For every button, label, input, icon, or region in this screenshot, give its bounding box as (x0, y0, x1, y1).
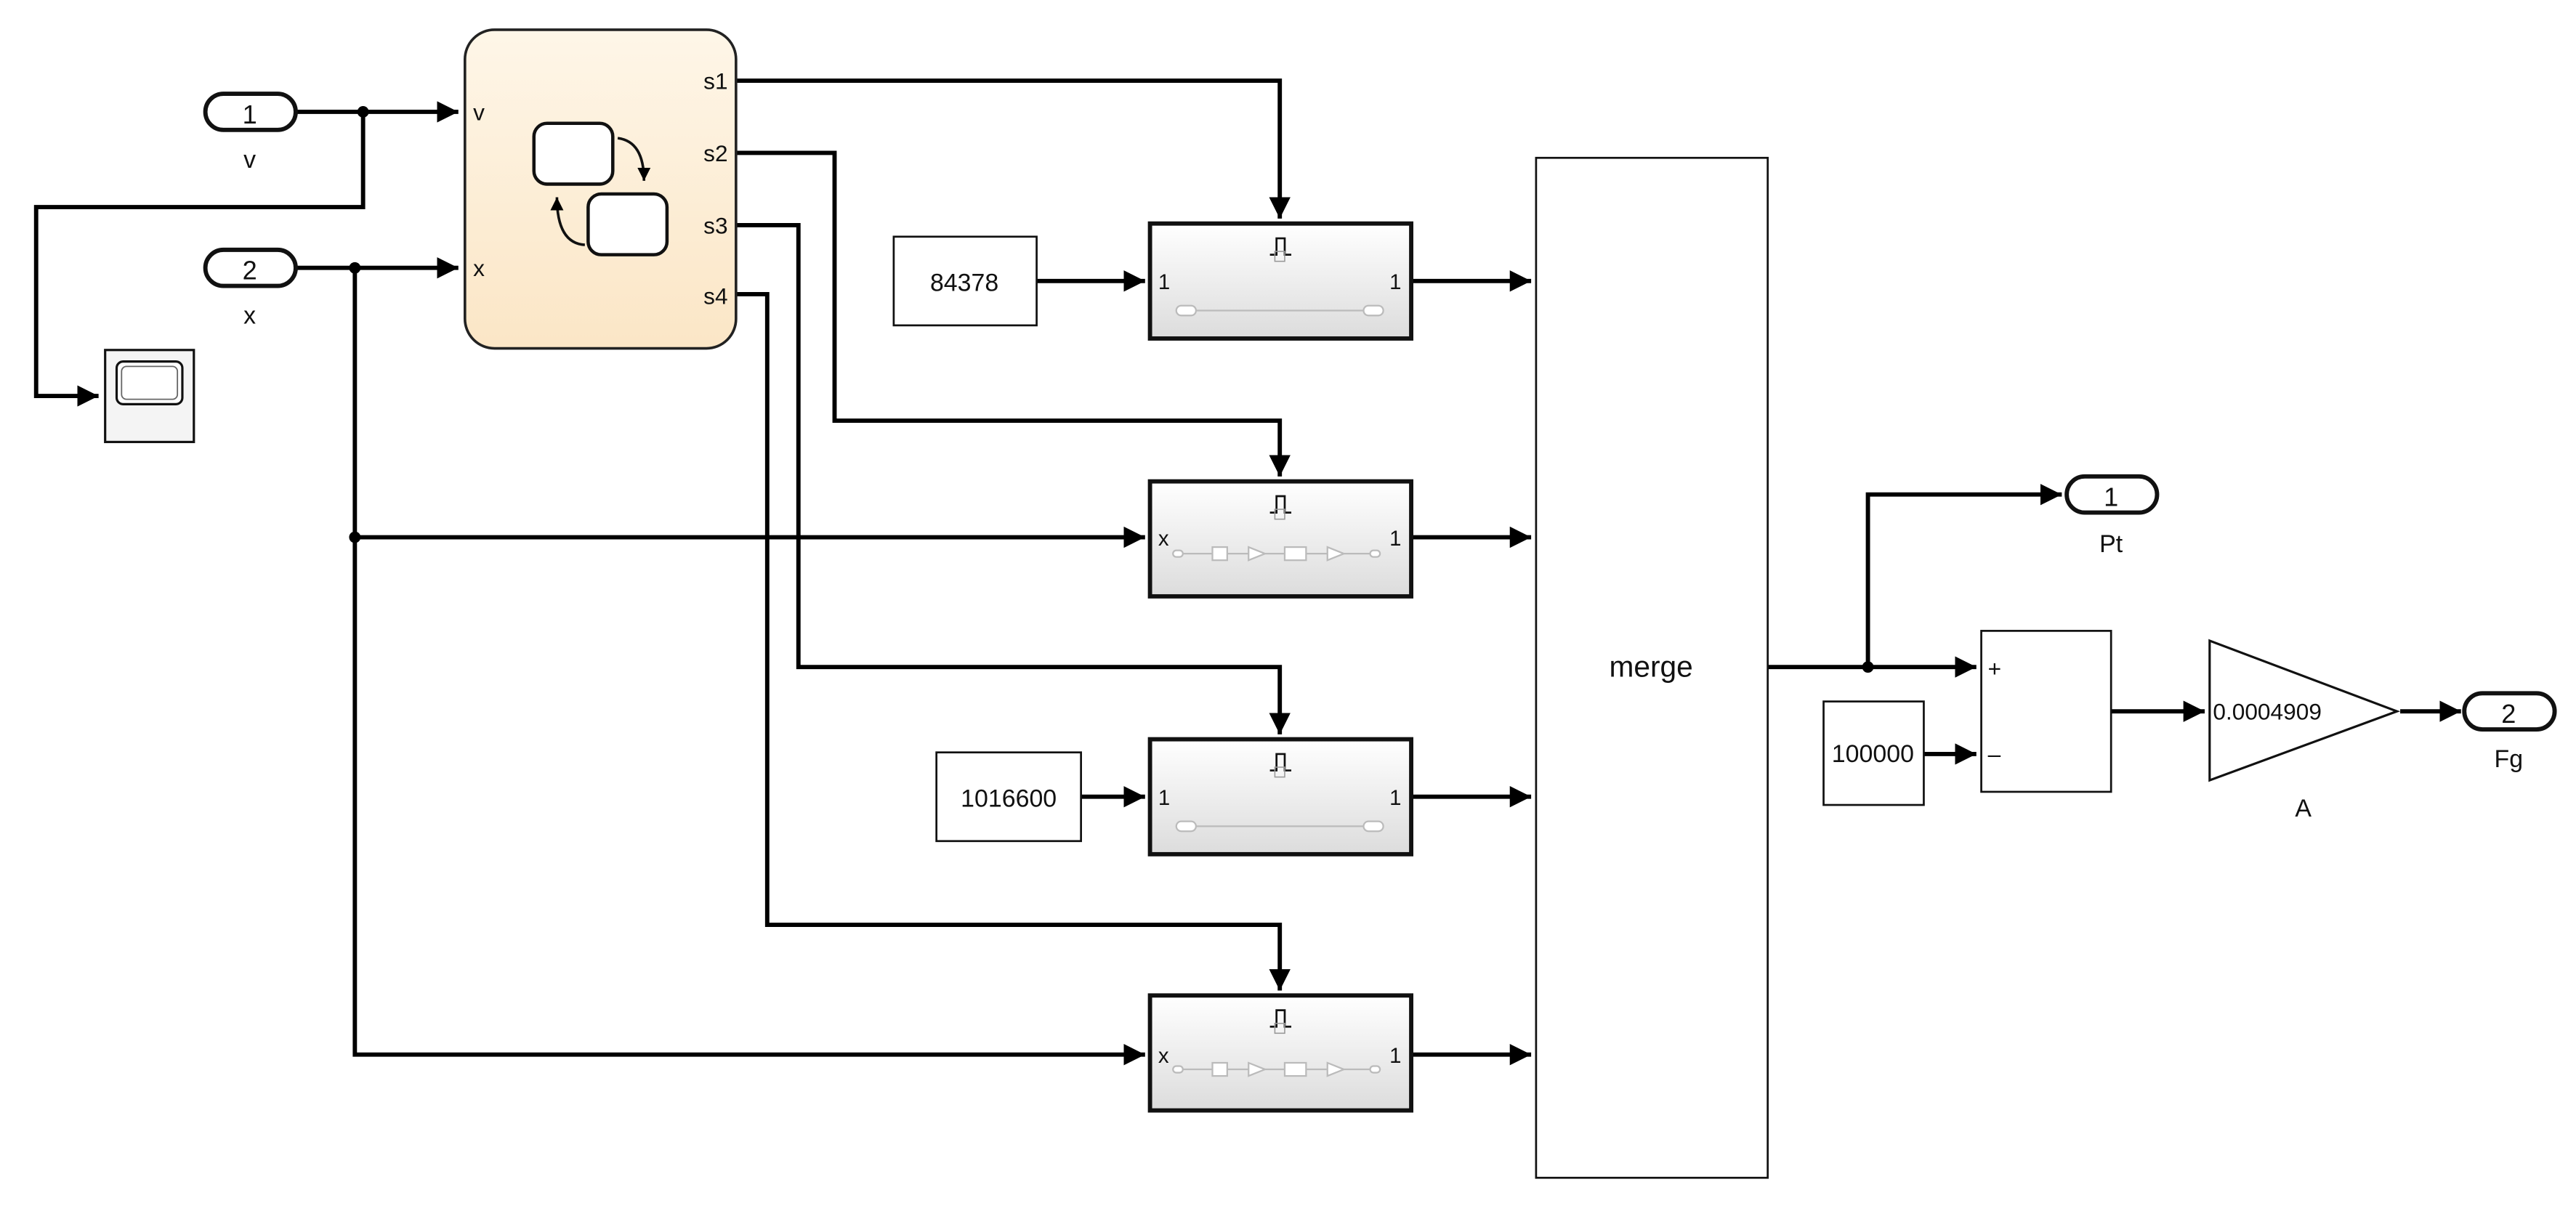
merge-block[interactable]: merge (1535, 156, 1769, 1179)
triggered-subsystem-3[interactable]: 1 1 (1147, 737, 1414, 856)
gain-block[interactable]: 0.0004909 A (2208, 639, 2401, 822)
subsystem-input-label: 1 (1158, 270, 1170, 294)
chart-input-v: v (473, 99, 485, 125)
constant-value: 84378 (930, 269, 998, 296)
wire-s1[interactable] (735, 78, 1291, 219)
chart-output-s1: s1 (703, 68, 727, 94)
branch-point (357, 106, 369, 118)
chart-output-s3: s3 (703, 212, 727, 238)
chart-output-s4: s4 (703, 283, 727, 309)
outport-pt[interactable]: 1 Pt (2064, 474, 2160, 558)
chart-input-x: x (473, 255, 485, 281)
sum-sign-minus: – (1988, 741, 2001, 767)
sum-sign-plus: + (1988, 656, 2001, 682)
constant-block-3[interactable]: 100000 (1822, 700, 1925, 806)
signal-lines (33, 78, 2461, 1066)
triggered-subsystem-1[interactable]: 1 1 (1147, 221, 1414, 341)
wire-s4[interactable] (735, 291, 1291, 991)
outport-number: 1 (2104, 482, 2118, 512)
subsystem-output-label: 1 (1389, 786, 1401, 810)
subsystem-output-label: 1 (1389, 527, 1401, 551)
branch-point (1862, 661, 1874, 673)
sum-block[interactable]: + – (1980, 630, 2112, 793)
triggered-subsystem-4[interactable]: x 1 (1147, 993, 1414, 1113)
subsystem-input-label: x (1158, 527, 1169, 551)
outport-number: 2 (2501, 699, 2516, 729)
subsystem-input-label: 1 (1158, 786, 1170, 810)
gain-name: A (2295, 795, 2311, 822)
triggered-subsystem-2[interactable]: x 1 (1147, 479, 1414, 599)
subsystem-output-label: 1 (1389, 270, 1401, 294)
outport-name: Fg (2495, 745, 2524, 773)
inport-x[interactable]: 2 x (203, 247, 298, 330)
branch-point (349, 262, 361, 274)
passthrough-icon (1175, 304, 1384, 317)
branch-point (349, 531, 361, 543)
constant-block-2[interactable]: 1016600 (935, 751, 1082, 843)
scope-block[interactable] (104, 349, 195, 443)
merge-label: merge (1609, 650, 1692, 684)
inport-number: 1 (243, 100, 257, 129)
chart-output-s2: s2 (703, 140, 727, 166)
constant-value: 100000 (1832, 740, 1914, 768)
inport-name: v (243, 146, 256, 174)
outport-fg[interactable]: 2 Fg (2462, 691, 2557, 773)
passthrough-icon (1175, 820, 1384, 833)
inport-name: x (243, 302, 256, 330)
wire-merge-pt[interactable] (1865, 484, 2062, 668)
logic-chain-icon (1172, 546, 1381, 562)
subsystem-output-label: 1 (1389, 1044, 1401, 1068)
inport-v[interactable]: 1 v (203, 92, 298, 174)
outport-name: Pt (2099, 530, 2123, 558)
gain-value: 0.0004909 (2213, 698, 2322, 724)
stateflow-chart[interactable]: v x s1 s2 s3 s4 (464, 28, 738, 350)
wire-v-to-scope[interactable] (33, 111, 366, 407)
constant-value: 1016600 (961, 785, 1057, 812)
wire-x-to-subsystem-4[interactable] (352, 267, 1145, 1066)
state-transition-icon (532, 121, 669, 256)
inport-number: 2 (243, 256, 257, 285)
subsystem-input-label: x (1158, 1044, 1169, 1068)
scope-screen-icon (115, 360, 184, 405)
constant-block-1[interactable]: 84378 (892, 235, 1038, 327)
wire-s2[interactable] (735, 150, 1291, 477)
wire-s3[interactable] (735, 223, 1291, 734)
logic-chain-icon (1172, 1061, 1381, 1077)
